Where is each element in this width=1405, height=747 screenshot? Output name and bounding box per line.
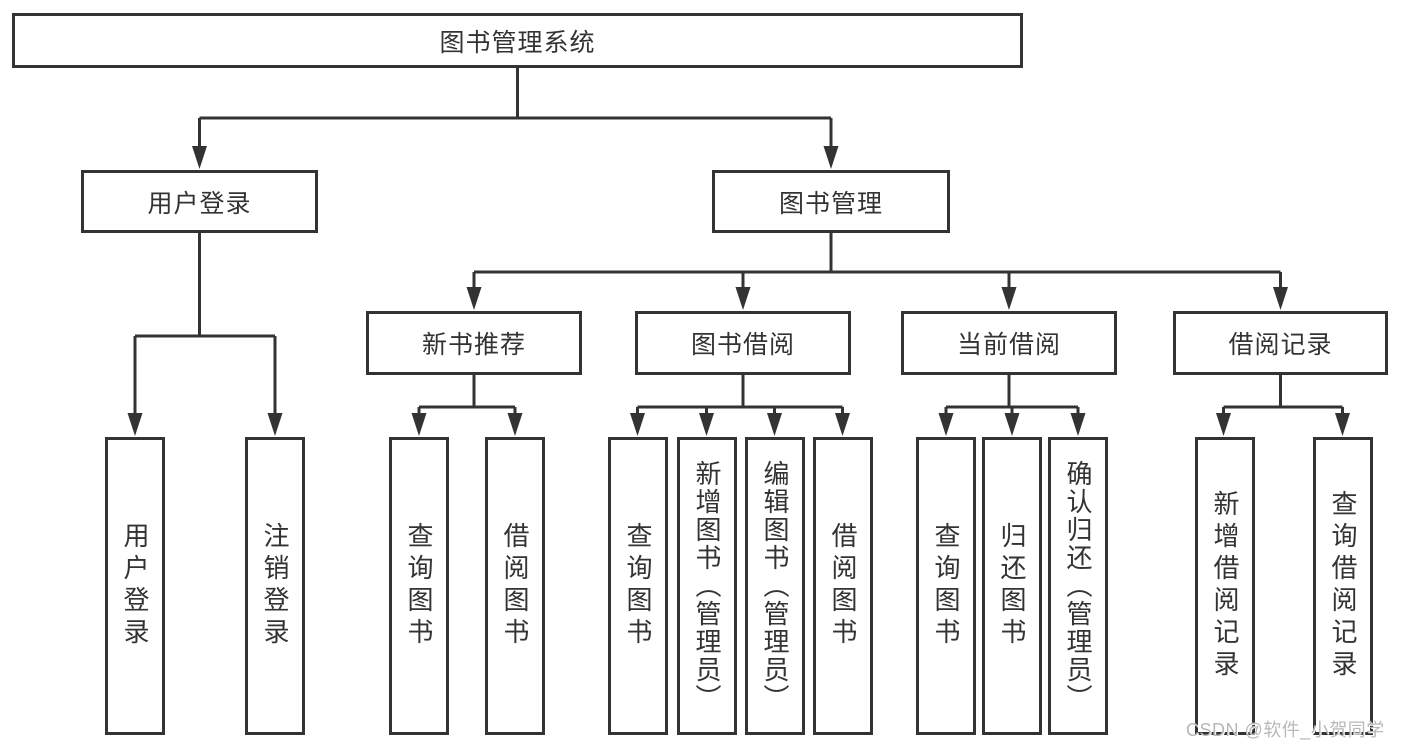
leaf-add-book-admin: 新增图书（管理员） xyxy=(677,437,737,735)
leaf-edit-book-admin: 编辑图书（管理员） xyxy=(745,437,805,735)
leaf-return-books: 归还图书 xyxy=(982,437,1042,735)
node-new-book-recommend: 新书推荐 xyxy=(366,311,582,375)
leaf-add-borrow-record: 新增借阅记录 xyxy=(1195,437,1255,735)
leaf-query-books-recommend: 查询图书 xyxy=(389,437,449,735)
leaf-logout: 注销登录 xyxy=(245,437,305,735)
node-current-borrowing: 当前借阅 xyxy=(901,311,1117,375)
node-book-borrowing: 图书借阅 xyxy=(635,311,851,375)
watermark-csdn: CSDN @软件_小贺同学 xyxy=(1186,720,1385,740)
leaf-borrow-books-recommend: 借阅图书 xyxy=(485,437,545,735)
node-borrowing-records: 借阅记录 xyxy=(1173,311,1388,375)
leaf-query-borrow-record: 查询借阅记录 xyxy=(1313,437,1373,735)
leaf-borrow-books-borrow: 借阅图书 xyxy=(813,437,873,735)
node-library-system: 图书管理系统 xyxy=(12,13,1023,68)
leaf-query-books-borrow: 查询图书 xyxy=(608,437,668,735)
node-user-login: 用户登录 xyxy=(81,170,318,233)
leaf-user-login: 用户登录 xyxy=(105,437,165,735)
leaf-query-books-current: 查询图书 xyxy=(916,437,976,735)
leaf-confirm-return-admin: 确认归还（管理员） xyxy=(1048,437,1108,735)
node-book-management: 图书管理 xyxy=(712,170,950,233)
